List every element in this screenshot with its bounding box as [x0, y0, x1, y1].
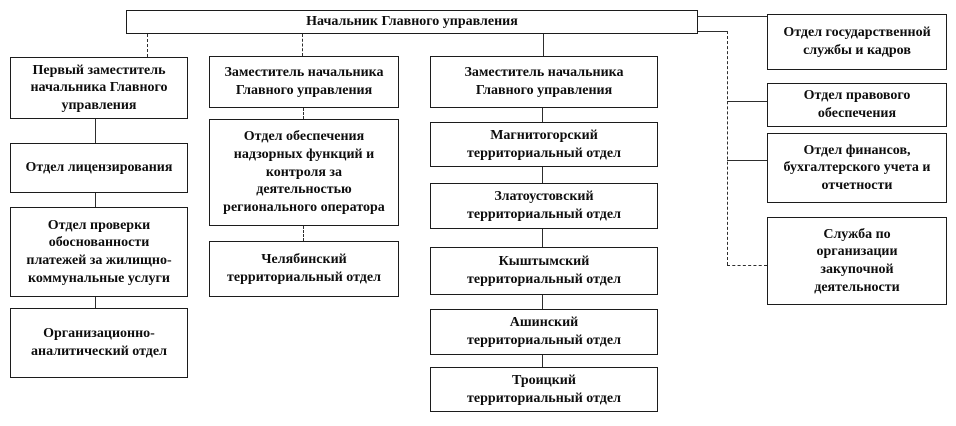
connector-root-civil-service: [698, 16, 767, 17]
connector-col3-zlatoust-kyshtym: [542, 229, 543, 247]
connector-col1-payments-analytics: [95, 297, 96, 308]
node-magnitogorsk-territorial: Магнитогорский территориальный отдел: [430, 122, 658, 167]
node-first-deputy: Первый заместитель начальника Главного у…: [10, 57, 188, 119]
connector-col1-deputy-licensing: [95, 119, 96, 143]
node-licensing-dept: Отдел лицензирования: [10, 143, 188, 193]
connector-root-col1: [147, 34, 148, 57]
node-finance-dept: Отдел финансов, бухгалтерского учета и о…: [767, 133, 947, 203]
node-chelyabinsk-territorial: Челябинский территориальный отдел: [209, 241, 399, 297]
connector-col2-deputy-oversight: [303, 108, 304, 119]
node-zlatoust-territorial: Златоустовский территориальный отдел: [430, 183, 658, 229]
connector-col2-oversight-chelyabinsk: [303, 226, 304, 241]
connector-trunk-finance: [727, 160, 767, 161]
connector-col3-kyshtym-asha: [542, 295, 543, 309]
node-payment-verification-dept: Отдел проверки обоснованности платежей з…: [10, 207, 188, 297]
connector-trunk-legal: [727, 101, 767, 102]
node-deputy-3: Заместитель начальника Главного управлен…: [430, 56, 658, 108]
node-head-of-directorate: Начальник Главного управления: [126, 10, 698, 34]
connector-col1-licensing-payments: [95, 193, 96, 207]
node-oversight-dept: Отдел обеспечения надзорных функций и ко…: [209, 119, 399, 226]
node-troitsk-territorial: Троицкий территориальный отдел: [430, 367, 658, 412]
node-civil-service-dept: Отдел государственной службы и кадров: [767, 14, 947, 70]
node-kyshtym-territorial: Кыштымский территориальный отдел: [430, 247, 658, 295]
connector-col3-asha-troitsk: [542, 355, 543, 367]
connector-root-col3: [543, 34, 544, 56]
node-deputy-2: Заместитель начальника Главного управлен…: [209, 56, 399, 108]
node-asha-territorial: Ашинский территориальный отдел: [430, 309, 658, 355]
connector-root-col2: [302, 34, 303, 56]
node-procurement-service: Служба по организации закупочной деятель…: [767, 217, 947, 305]
connector-right-trunk: [727, 31, 728, 265]
node-org-analytics-dept: Организационно- аналитический отдел: [10, 308, 188, 378]
node-legal-dept: Отдел правового обеспечения: [767, 83, 947, 127]
connector-trunk-procurement: [727, 265, 767, 266]
connector-col3-magnitogorsk-zlatoust: [542, 167, 543, 183]
connector-root-right-trunk-stub: [698, 31, 727, 32]
connector-col3-deputy-magnitogorsk: [542, 108, 543, 122]
